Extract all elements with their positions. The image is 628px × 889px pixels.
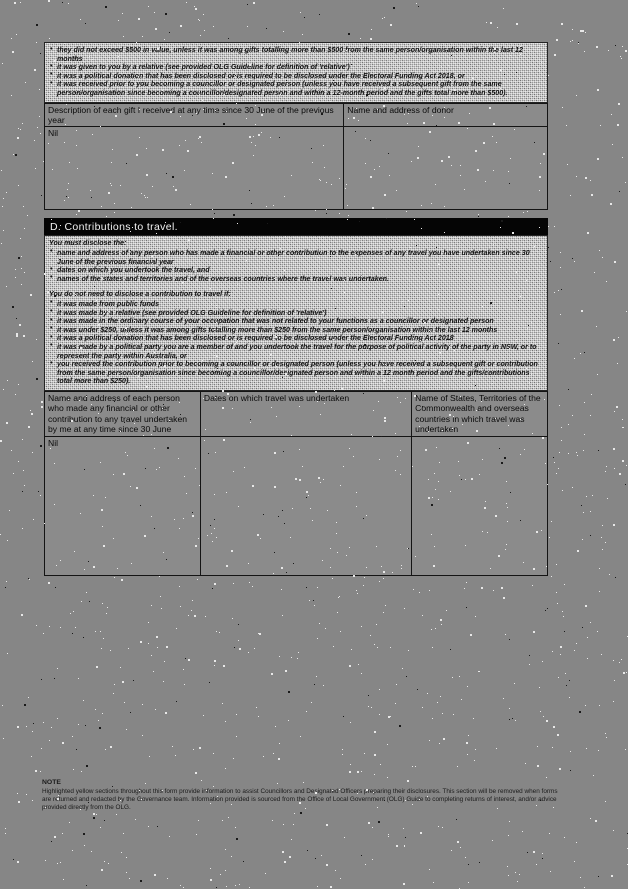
cell-travel-dates[interactable]: [199, 435, 413, 576]
list-item: you received the contribution prior to b…: [49, 360, 543, 386]
column-header-contributor: Name and address of each person who made…: [44, 390, 201, 437]
list-item: it was a political donation that has bee…: [49, 334, 543, 343]
section-heading-contributions-to-travel: D. Contributions to travel.: [44, 218, 548, 236]
cell-donor[interactable]: [343, 126, 548, 211]
table-header-row: Name and address of each person who made…: [44, 390, 548, 437]
list-item: they did not exceed $500 in value, unles…: [49, 45, 543, 63]
no-disclose-intro: You do not need to disclose a contributi…: [49, 290, 231, 299]
note-body: Highlighted yellow sections throughout t…: [42, 787, 558, 811]
list-item: dates on which you undertook the travel,…: [49, 266, 543, 275]
gift-exemptions-list: they did not exceed $500 in value, unles…: [49, 45, 543, 98]
table-header-row: Description of each gift I received at a…: [43, 102, 548, 128]
column-header-donor: Name and address of donor: [343, 102, 548, 128]
list-item: it was made by a relative (see provided …: [49, 308, 543, 318]
list-item: name and address of any person who has m…: [49, 248, 543, 266]
column-header-travel-locations: Name of States, Territories of the Commo…: [411, 390, 548, 437]
cell-contributor[interactable]: Nil: [44, 435, 201, 576]
cell-travel-locations[interactable]: [411, 435, 548, 576]
list-item: it was made by a political party you are…: [49, 342, 543, 360]
gift-table: Description of each gift I received at a…: [43, 102, 548, 211]
gift-exemptions-block: they did not exceed $500 in value, unles…: [44, 42, 548, 103]
note-title: NOTE: [42, 779, 61, 786]
travel-instructions-block: You must disclose the: name and address …: [44, 235, 548, 391]
table-row: Nil: [44, 435, 548, 576]
spacer: [49, 283, 543, 290]
travel-table: Name and address of each person who made…: [44, 390, 548, 576]
list-item: names of the states and territories and …: [49, 274, 543, 284]
list-item: it was a political donation that has bee…: [49, 71, 543, 81]
cell-gift-description[interactable]: Nil: [43, 126, 345, 211]
list-item: it was under $250, unless it was among g…: [49, 325, 543, 335]
footer-note: NOTE Highlighted yellow sections through…: [42, 779, 562, 812]
list-item: it was given to you by a relative (see p…: [49, 63, 543, 72]
table-row: Nil: [43, 126, 548, 211]
must-disclose-list: name and address of any person who has m…: [49, 248, 543, 284]
must-disclose-intro: You must disclose the:: [49, 239, 127, 248]
list-item: it was made from public funds: [49, 299, 543, 309]
column-header-travel-dates: Dates on which travel was undertaken: [199, 390, 413, 437]
list-item: it was received prior to you becoming a …: [49, 80, 543, 97]
column-header-gift-description: Description of each gift I received at a…: [43, 102, 345, 128]
document-page: they did not exceed $500 in value, unles…: [43, 42, 548, 576]
list-item: it was made in the ordinary course of yo…: [49, 317, 543, 326]
no-disclose-list: it was made from public funds it was mad…: [49, 299, 543, 386]
